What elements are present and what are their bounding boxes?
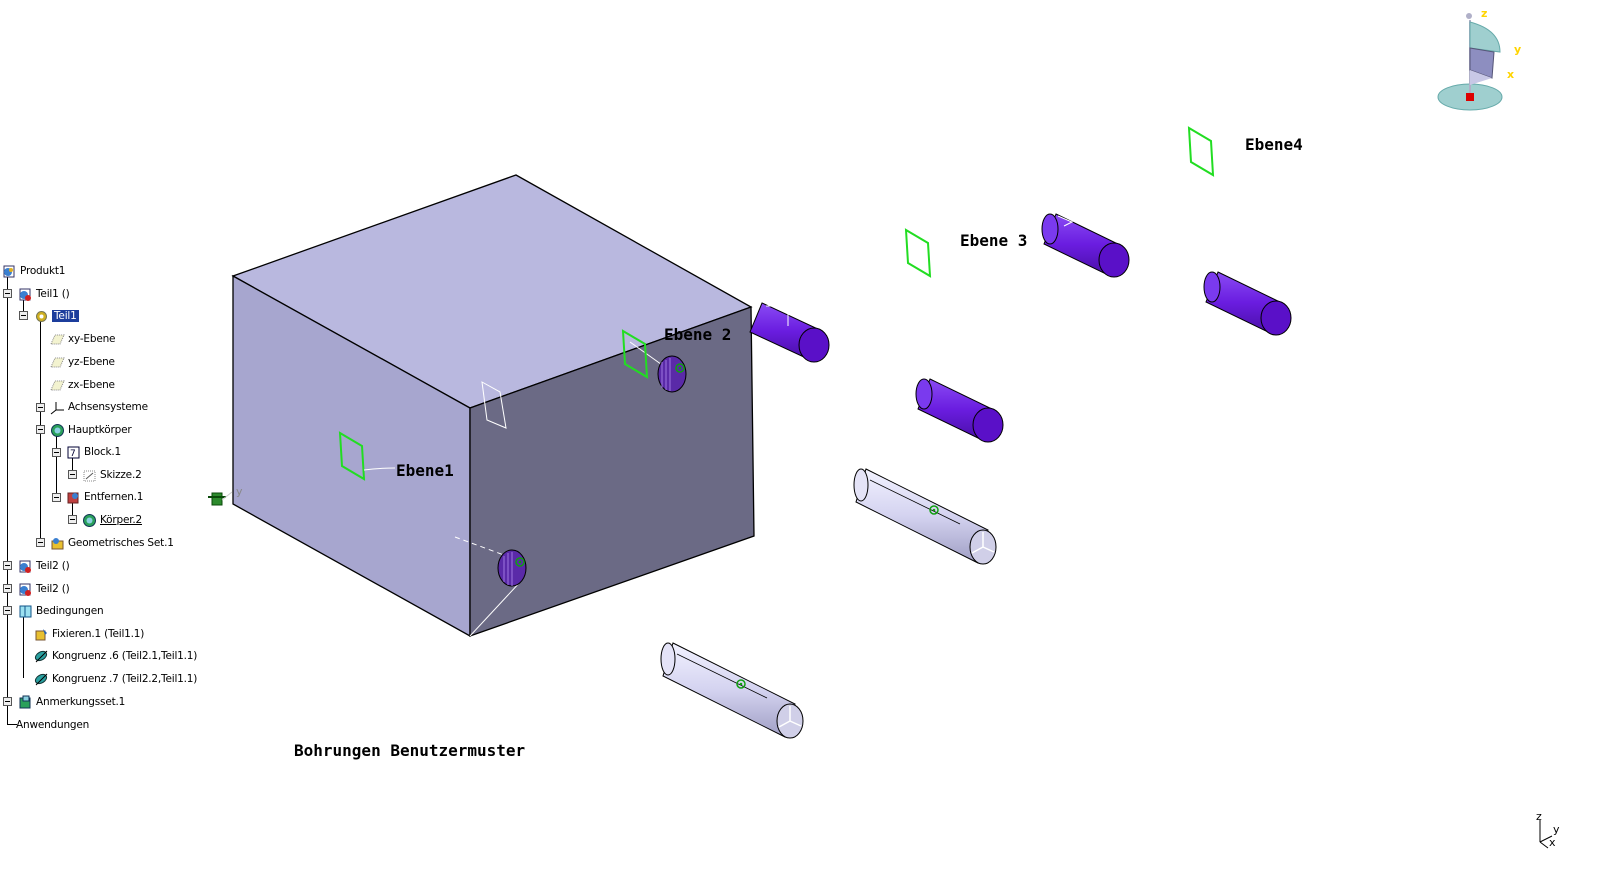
geometrical-set-icon <box>51 537 64 549</box>
tree-item-teil1-part[interactable]: Teil1 <box>34 307 79 325</box>
tree-item-teil2-instance-b[interactable]: Teil2 () <box>18 580 70 598</box>
tree-label: zx-Ebene <box>68 379 115 391</box>
corner-y-label: y <box>1553 823 1560 836</box>
tree-label: Fixieren.1 (Teil1.1) <box>52 628 145 640</box>
hole-upper[interactable] <box>657 355 687 393</box>
tree-item-teil2-instance-a[interactable]: Teil2 () <box>18 557 70 575</box>
tree-label: Anmerkungsset.1 <box>36 696 126 708</box>
tree-item-hauptkoerper[interactable]: Hauptkörper <box>50 421 132 439</box>
axis-system-icon <box>50 401 64 414</box>
block-right-face <box>469 306 755 637</box>
coincidence-icon <box>34 673 48 685</box>
tree-label: Teil2 () <box>36 583 70 595</box>
fix-icon <box>35 628 47 640</box>
tree-item-geometrisches-set1[interactable]: Geometrisches Set.1 <box>50 534 174 552</box>
tree-item-zx-ebene[interactable]: zx-Ebene <box>50 376 115 394</box>
tree-item-kongruenz6[interactable]: Kongruenz .6 (Teil2.1,Teil1.1) <box>34 647 197 665</box>
tree-label: Achsensysteme <box>68 401 148 413</box>
annotation-text[interactable]: Bohrungen Benutzermuster <box>294 741 526 760</box>
compass-z-label: z <box>1481 7 1488 20</box>
body-icon <box>83 513 96 527</box>
tree-item-block1[interactable]: 7 Block.1 <box>66 443 121 461</box>
label-ebene4: Ebene4 <box>1245 135 1303 154</box>
tree-item-produkt1[interactable]: Produkt1 <box>2 262 65 280</box>
block-solid[interactable] <box>231 174 755 638</box>
tree-label: yz-Ebene <box>68 356 115 368</box>
part-instance-icon <box>19 583 31 596</box>
tree-label: Teil1 () <box>36 288 70 300</box>
remove-icon <box>67 492 79 503</box>
pin-purple-1[interactable] <box>749 302 830 363</box>
plane-marker-ebene1[interactable] <box>338 431 366 481</box>
tree-label: Geometrisches Set.1 <box>68 537 174 549</box>
tree-item-bedingungen[interactable]: Bedingungen <box>18 602 104 620</box>
tree-label: Anwendungen <box>16 719 90 731</box>
pin-light-1[interactable] <box>853 468 997 565</box>
part-instance-icon <box>19 288 31 301</box>
tree-item-teil1-instance[interactable]: Teil1 () <box>18 285 70 303</box>
compass-x-label: x <box>1507 68 1515 81</box>
label-ebene1: Ebene1 <box>396 461 454 480</box>
part-gear-icon <box>36 310 47 322</box>
tree-label: Teil2 () <box>36 560 70 572</box>
plane-marker-ebene4[interactable] <box>1187 126 1215 177</box>
svg-text:7: 7 <box>70 449 76 459</box>
tree-label: Kongruenz .6 (Teil2.1,Teil1.1) <box>52 650 198 662</box>
plane-marker-ebene2[interactable] <box>621 329 649 379</box>
origin-y-label: y <box>236 485 243 498</box>
tree-item-anmerkungsset1[interactable]: Anmerkungsset.1 <box>18 693 125 711</box>
pin-purple-3[interactable] <box>1203 271 1292 336</box>
part-instance-icon <box>19 560 31 573</box>
mini-axis-icon <box>1539 820 1553 849</box>
origin-anchor-icon <box>208 491 233 506</box>
compass-y-label: y <box>1514 43 1522 56</box>
coincidence-icon <box>34 650 48 662</box>
hole-lower[interactable] <box>497 549 527 587</box>
tree-item-kongruenz7[interactable]: Kongruenz .7 (Teil2.2,Teil1.1) <box>34 670 197 688</box>
tree-label: Teil1 <box>52 310 79 322</box>
tree-label: Produkt1 <box>20 265 66 277</box>
pin-light-2[interactable] <box>660 642 804 739</box>
tree-item-entfernen1[interactable]: Entfernen.1 <box>66 488 143 506</box>
tree-label: xy-Ebene <box>68 333 116 345</box>
plane-icon <box>50 380 65 390</box>
tree-label: Bedingungen <box>36 605 104 617</box>
tree-item-xy-ebene[interactable]: xy-Ebene <box>50 330 116 348</box>
product-icon <box>3 265 15 277</box>
label-ebene3: Ebene 3 <box>960 231 1028 250</box>
specification-tree: Produkt1 Teil1 () Teil1 xy-Ebene yz-Eben… <box>0 0 240 884</box>
label-ebene2: Ebene 2 <box>664 325 732 344</box>
pin-purple-2[interactable] <box>1041 213 1130 278</box>
tree-label: Körper.2 <box>100 514 142 526</box>
tree-label: Entfernen.1 <box>84 491 144 503</box>
compass-widget[interactable] <box>1437 13 1503 111</box>
annotation-set-icon <box>19 695 31 708</box>
pin-purple-4[interactable] <box>915 378 1004 443</box>
tree-item-yz-ebene[interactable]: yz-Ebene <box>50 353 115 371</box>
tree-item-fixieren1[interactable]: Fixieren.1 (Teil1.1) <box>34 625 144 643</box>
tree-label: Skizze.2 <box>100 469 142 481</box>
tree-label: Kongruenz .7 (Teil2.2,Teil1.1) <box>52 673 198 685</box>
corner-x-label: x <box>1549 836 1556 849</box>
corner-z-label: z <box>1536 810 1542 823</box>
plane-icon <box>50 334 65 344</box>
constraints-icon <box>19 605 32 617</box>
tree-label: Hauptkörper <box>68 424 132 436</box>
body-icon <box>51 423 64 437</box>
tree-item-anwendungen[interactable]: Anwendungen <box>16 716 89 734</box>
plane-marker-ebene3[interactable] <box>904 228 932 278</box>
plane-icon <box>50 357 65 367</box>
tree-label: Block.1 <box>84 446 122 458</box>
pad-icon: 7 <box>67 446 80 459</box>
tree-item-achsensysteme[interactable]: Achsensysteme <box>50 398 148 416</box>
sketch-icon <box>83 470 96 481</box>
tree-item-koerper2[interactable]: Körper.2 <box>82 511 142 529</box>
tree-item-skizze2[interactable]: Skizze.2 <box>82 466 142 484</box>
